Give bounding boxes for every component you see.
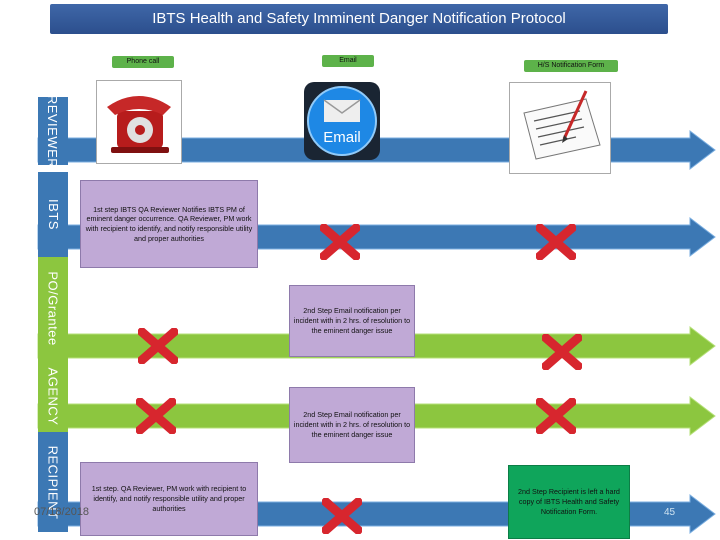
email-icon-label: Email — [323, 129, 361, 146]
step-box-recipient-first-step: 1st step. QA Reviewer, PM work with reci… — [80, 462, 258, 536]
page-number: 45 — [664, 507, 676, 518]
lane-bar-recipient — [38, 432, 68, 532]
x-mark-po-phone — [138, 328, 178, 364]
x-mark-agency-phone — [136, 398, 176, 434]
column-label: Email — [339, 57, 357, 64]
step-box-ibts-first-step: 1st step IBTS QA Reviewer Notifies IBTS … — [80, 180, 258, 268]
x-mark-po-form — [542, 334, 582, 370]
x-mark-ibts-email — [320, 224, 360, 260]
column-header-phone-call: Phone call — [112, 56, 174, 68]
lane-bar-ibts — [38, 172, 68, 257]
lane-label-ibts: IBTS — [45, 199, 61, 230]
email-icon: Email — [302, 80, 382, 162]
column-label: H/S Notification Form — [537, 62, 605, 69]
x-mark-agency-form — [536, 398, 576, 434]
page-title: IBTS Health and Safety Imminent Danger N… — [50, 4, 668, 34]
step-box-po-second-step: 2nd Step Email notification per incident… — [289, 285, 415, 357]
footer-date: 07/18/2018 — [34, 506, 90, 518]
lane-label-agency: AGENCY — [45, 367, 61, 425]
lane-label-reviewer: REVIEWER — [45, 94, 61, 168]
lane-bar-po — [38, 257, 68, 360]
column-label: Phone call — [126, 58, 160, 65]
lane-label-po-grantee: PO/Grantee — [45, 271, 61, 346]
phone-icon — [96, 80, 182, 164]
step-box-agency-second-step: 2nd Step Email notification per incident… — [289, 387, 415, 463]
lane-bar-reviewer — [38, 97, 68, 165]
step-box-recipient-second-step: 2nd Step Recipient is left a hard copy o… — [508, 465, 630, 539]
column-header-email: Email — [322, 55, 374, 67]
x-mark-recipient-email — [322, 498, 362, 534]
notification-form-icon — [509, 82, 611, 174]
lane-bar-agency — [38, 360, 68, 432]
column-header-hs-form: H/S Notification Form — [524, 60, 618, 72]
x-mark-ibts-form — [536, 224, 576, 260]
